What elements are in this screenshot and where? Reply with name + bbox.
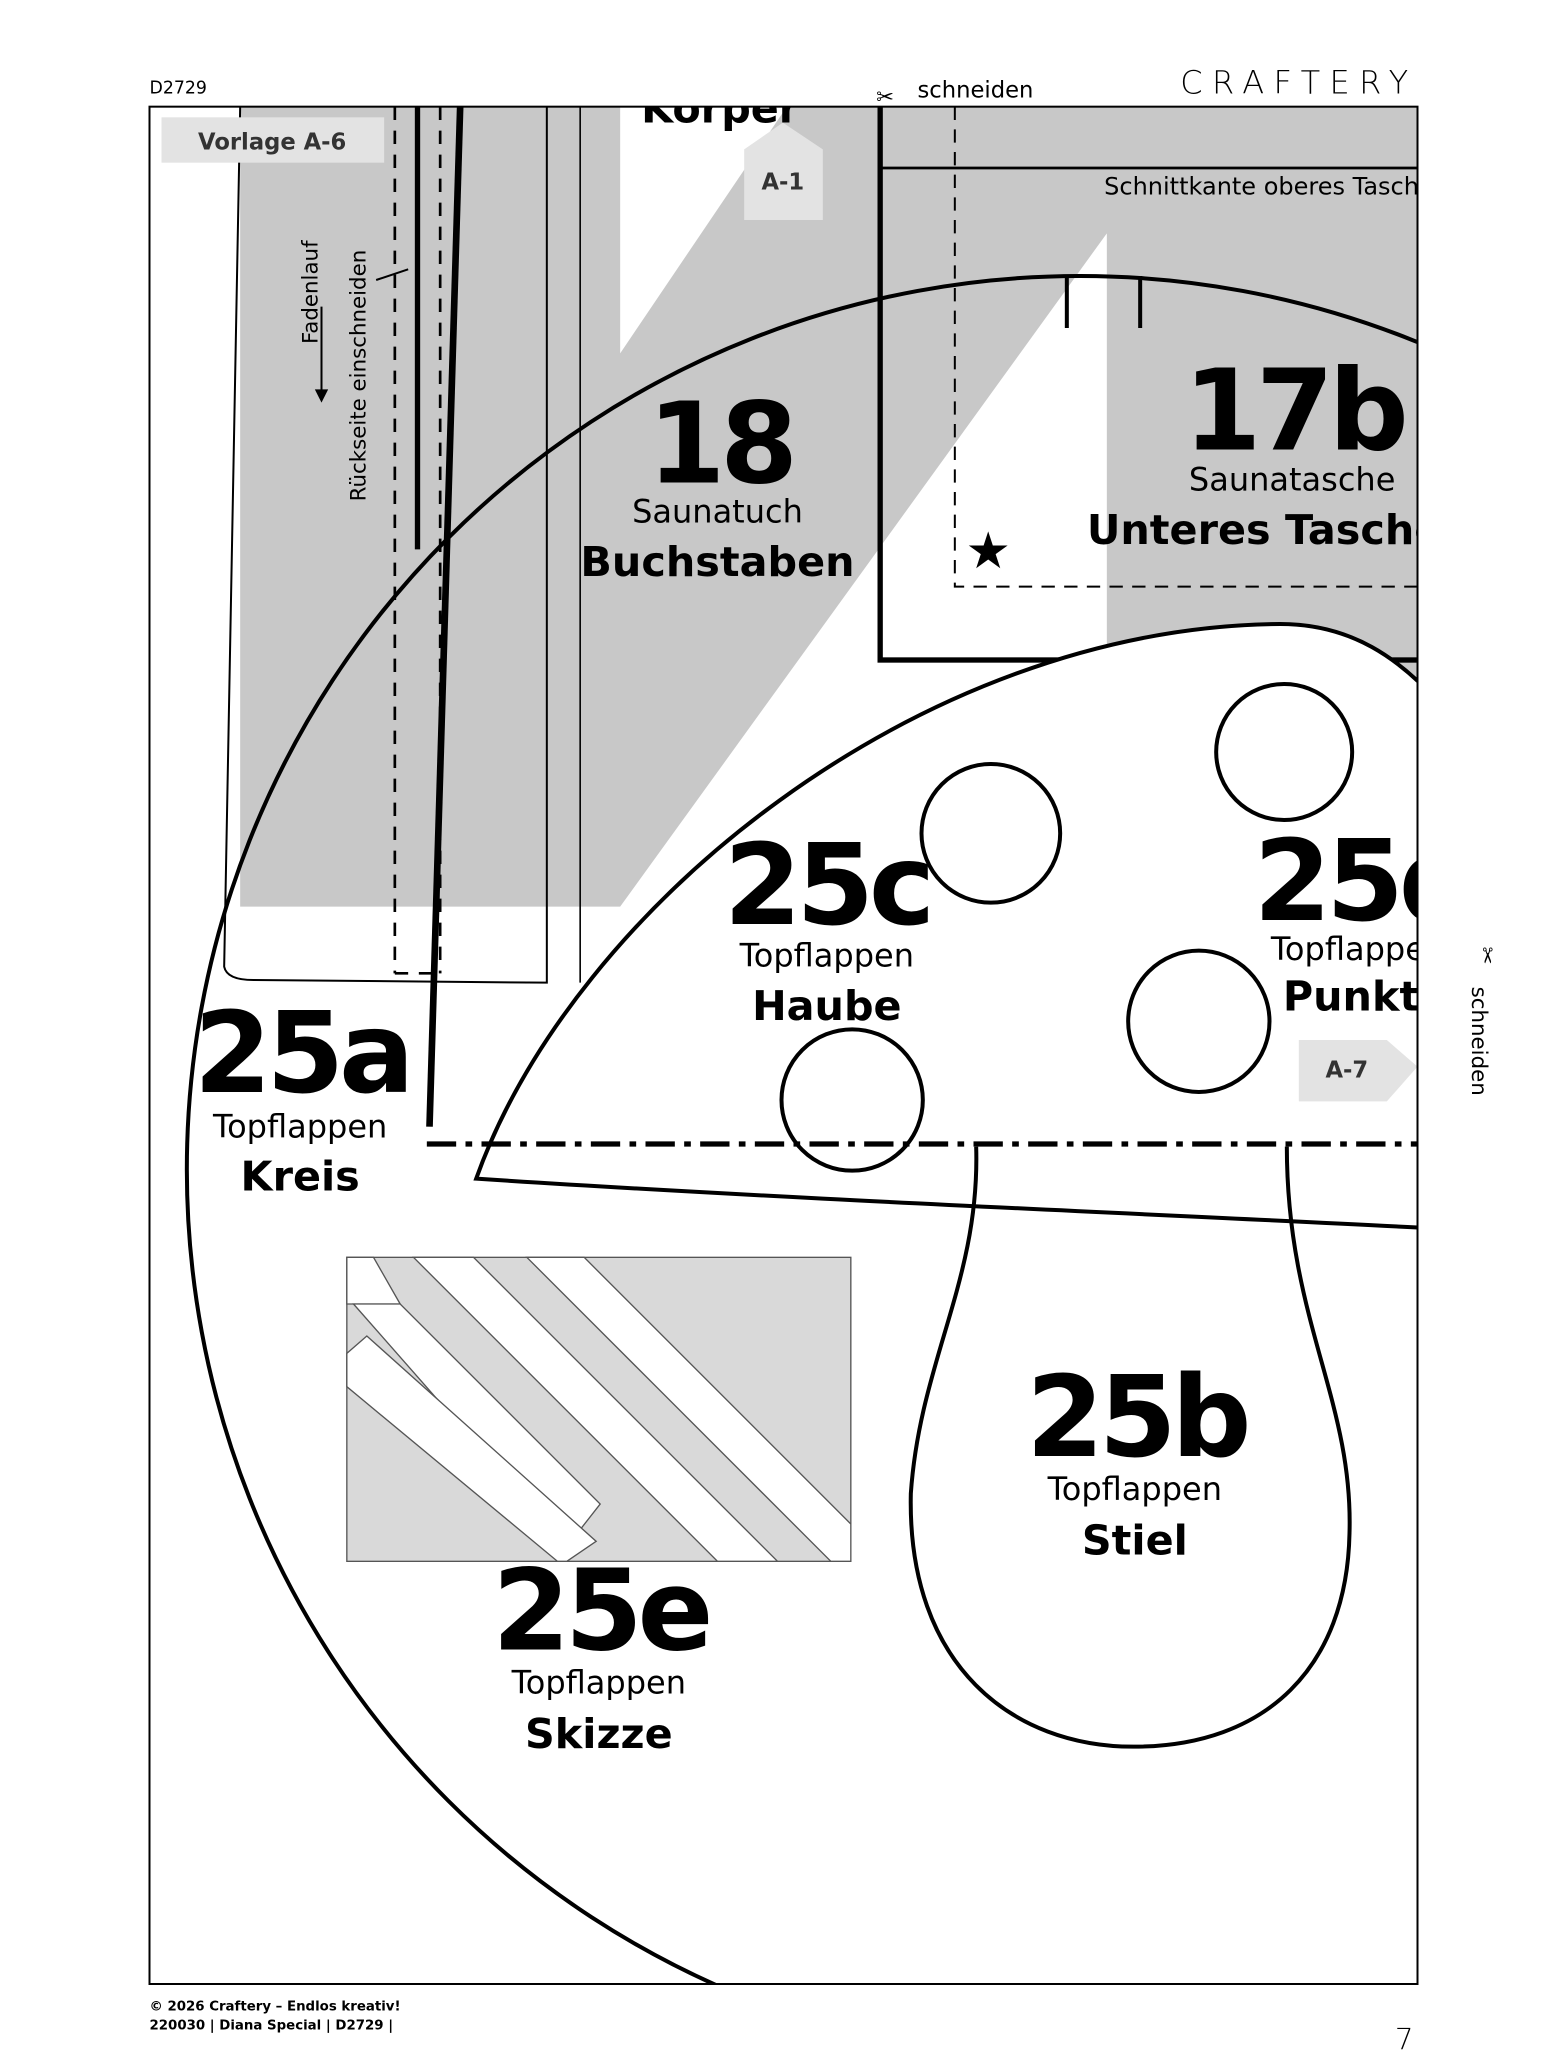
piece-25d-dot — [1214, 682, 1355, 822]
piece-number: 17b — [1183, 346, 1404, 476]
grain-label: Fadenlauf — [299, 240, 324, 344]
piece-number: 25d — [1254, 817, 1474, 947]
piece-25d-dot — [919, 761, 1063, 905]
piece-project: Topflappen — [511, 1663, 686, 1701]
piece-25c-outline — [473, 621, 1418, 1230]
piece-25e-label: 25e Topflappen Skizze — [492, 1546, 714, 1758]
piece-project: Topflappen — [739, 937, 914, 975]
piece-25e-sketch — [346, 1256, 852, 1562]
piece-25b-outline — [908, 1146, 1352, 1749]
page-number: 7 — [1395, 2022, 1414, 2056]
doc-code: D2729 — [150, 78, 207, 98]
piece-number: 25b — [1026, 1353, 1247, 1483]
piece-25d-dot — [1126, 948, 1272, 1094]
piece-project: Saunatuch — [632, 493, 803, 531]
piece-name: Skizze — [525, 1710, 673, 1758]
piece-outline-left — [223, 106, 548, 984]
tag-a1-label: A-1 — [761, 169, 804, 195]
piece-name: Unteres Taschen — [1087, 506, 1472, 554]
piece-25a-outline — [185, 274, 1418, 1984]
piece-name: Stiel — [1082, 1517, 1188, 1565]
notch-arrow-icon — [375, 268, 409, 281]
piece-number: 25e — [492, 1546, 708, 1676]
piece-number: 25a — [194, 989, 409, 1119]
piece-project: Topflappen — [212, 1107, 387, 1145]
piece-name: Kreis — [241, 1153, 360, 1201]
piece-25d-dot — [779, 1027, 925, 1173]
piece-25b-label: 25b Topflappen Stiel — [1026, 1353, 1253, 1565]
brand-logo: CRAFTERY — [1180, 63, 1417, 101]
piece-project: Saunatasche — [1189, 461, 1395, 499]
piece-25a-label: 25a Topflappen Kreis — [194, 989, 415, 1201]
cut-label-top: schneiden — [918, 77, 1034, 103]
piece-project: Topflappen — [1270, 930, 1445, 968]
grain-arrowhead-icon — [314, 389, 329, 403]
star-icon: ★ — [965, 521, 1010, 580]
back-notch-label: Rückseite einschneiden — [347, 250, 372, 502]
piece-25d-label: 25d Topflappen Punkte — [1254, 817, 1474, 1021]
tag-a7 — [1298, 1040, 1418, 1102]
sheet-label-box — [161, 117, 385, 163]
piece-18-label: 18 Saunatuch Buchstaben — [580, 380, 854, 586]
footer-copyright: © 2026 Craftery – Endlos kreativ! — [150, 2000, 401, 2015]
footer-issue: 220030 | Diana Special | D2729 | — [150, 2018, 394, 2033]
partial-label-top: Körper — [641, 85, 800, 133]
piece-17b-label: 17b Saunatasche Unteres Taschen — [1087, 346, 1472, 554]
scissors-icon: ✂ — [1474, 947, 1499, 965]
piece-number: 18 — [648, 380, 793, 510]
piece-name: Haube — [752, 982, 902, 1030]
pocket-edge-label: Schnittkante oberes Tasche — [1104, 173, 1434, 201]
piece-number: 25c — [724, 821, 930, 951]
piece-project: Topflappen — [1047, 1470, 1222, 1508]
tag-a7-label: A-7 — [1325, 1057, 1368, 1083]
piece-name: Buchstaben — [580, 538, 854, 586]
seam-dashed — [953, 106, 1418, 588]
tag-a1 — [744, 122, 823, 220]
cut-label-right: schneiden — [1466, 987, 1491, 1096]
page-frame — [148, 105, 1419, 1985]
cut-line — [426, 106, 464, 1127]
piece-25c-label: 25c Topflappen Haube — [724, 821, 936, 1030]
scissors-icon: ✂ — [876, 85, 894, 110]
piece-name: Punkte — [1283, 973, 1447, 1021]
sheet-label: Vorlage A-6 — [198, 129, 346, 155]
